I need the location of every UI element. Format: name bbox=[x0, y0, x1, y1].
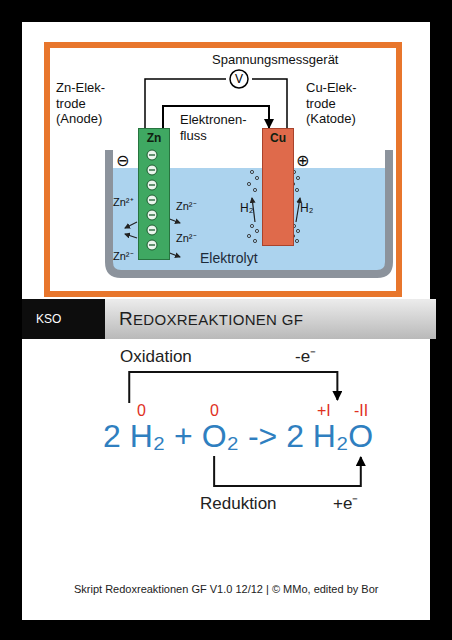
charge-sign: ⊖ bbox=[116, 151, 129, 170]
oxidation-number: 0 bbox=[137, 401, 146, 420]
edge-label: Elektronen- fluss bbox=[180, 112, 256, 143]
vessel-wall bbox=[109, 150, 389, 274]
minus-stroke bbox=[149, 229, 155, 230]
reaction-equation: 2 H₂ + O₂ -> 2 H₂O bbox=[103, 418, 373, 455]
voltmeter-symbol: V bbox=[226, 69, 252, 89]
node-text: Elektrolyt bbox=[200, 250, 258, 266]
electron-dot bbox=[147, 225, 157, 235]
ion-label: Zn²⁺ bbox=[113, 196, 134, 209]
node-text: Cu bbox=[263, 129, 293, 145]
electron-dot bbox=[147, 165, 157, 175]
zinc-electrode: Zn bbox=[138, 128, 170, 260]
orange-frame bbox=[47, 45, 399, 294]
oxidation-number: -II bbox=[354, 401, 368, 420]
minus-stroke bbox=[149, 244, 155, 245]
electrode-label: Cu-Elek- trode (Katode) bbox=[306, 80, 368, 127]
electron-marks bbox=[139, 129, 169, 259]
electron-dot bbox=[147, 240, 157, 250]
minus-stroke bbox=[149, 154, 155, 155]
title-band: REDOXREAKTIONEN GF bbox=[105, 299, 436, 339]
minus-stroke bbox=[149, 214, 155, 215]
node-text: Zn bbox=[139, 129, 169, 145]
charge-sign: ⊕ bbox=[296, 151, 309, 170]
electron-dot bbox=[147, 210, 157, 220]
ion-label: Zn²⁻ bbox=[176, 232, 197, 245]
process-label: Reduktion bbox=[200, 494, 277, 514]
electron-dot bbox=[147, 180, 157, 190]
footer-text: Skript Redoxreaktionen GF V1.0 12/12 | ©… bbox=[74, 583, 378, 596]
ion-label: Zn²⁻ bbox=[176, 200, 197, 213]
reduction-bracket bbox=[214, 456, 361, 486]
school-tag: KSO bbox=[22, 299, 111, 339]
copper-electrode: Cu bbox=[262, 128, 294, 246]
electron-dot bbox=[147, 195, 157, 205]
minus-stroke bbox=[149, 184, 155, 185]
oxidation-bracket bbox=[129, 372, 337, 403]
minus-stroke bbox=[149, 199, 155, 200]
electrode-label: Zn-Elek- trode (Anode) bbox=[56, 80, 114, 127]
electron-dot bbox=[147, 150, 157, 160]
minus-stroke bbox=[149, 169, 155, 170]
electrolyte-fill bbox=[113, 168, 385, 270]
node-text: REDOXREAKTIONEN GF bbox=[105, 299, 436, 340]
oxidation-number: 0 bbox=[210, 401, 219, 420]
meter-label: Spannungsmessgerät bbox=[212, 52, 338, 68]
oxidation-number: +I bbox=[317, 401, 331, 420]
gas-label: H₂ bbox=[300, 201, 313, 215]
gas-label: H₂ bbox=[240, 201, 253, 215]
ion-label: Zn²⁻ bbox=[113, 250, 134, 263]
node-text: V bbox=[226, 69, 252, 89]
electron-label: +e⁻ bbox=[333, 494, 358, 514]
electron-label: -e⁻ bbox=[295, 347, 316, 367]
process-label: Oxidation bbox=[120, 347, 192, 367]
node-text: KSO bbox=[22, 299, 111, 339]
